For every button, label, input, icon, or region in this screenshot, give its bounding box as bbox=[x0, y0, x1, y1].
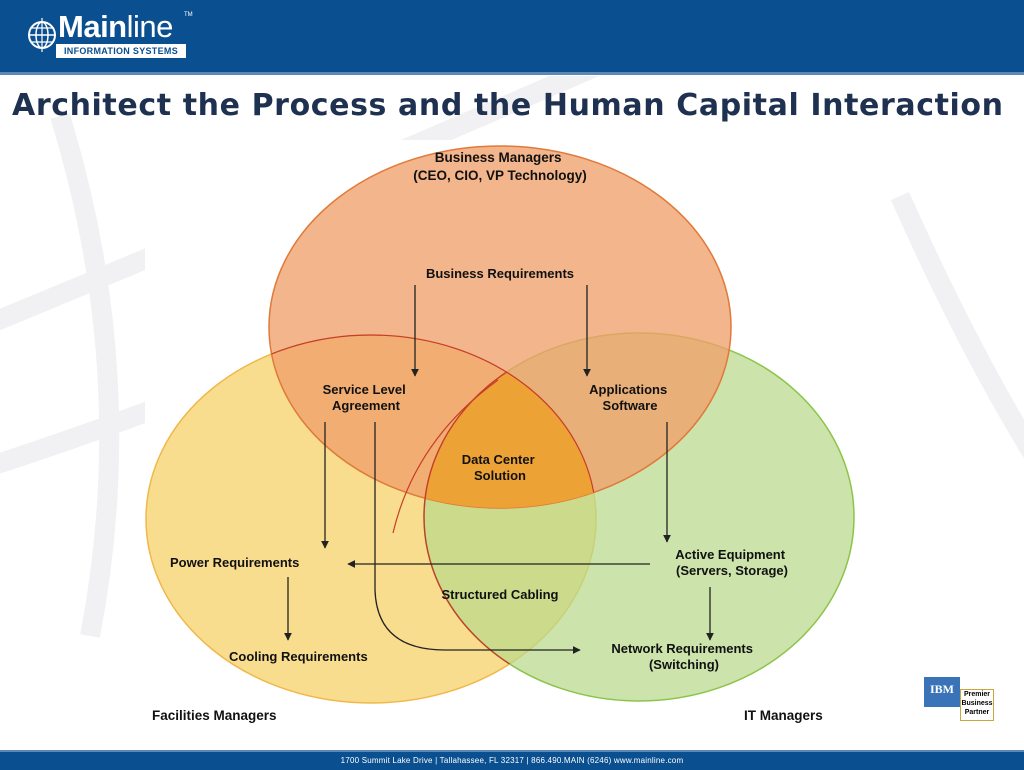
structured-cabling-label: Structured Cabling bbox=[441, 587, 558, 602]
power-requirements-label: Power Requirements bbox=[170, 555, 299, 570]
it-managers-label: IT Managers bbox=[744, 708, 823, 723]
partner-line: Partner bbox=[964, 709, 990, 716]
facilities-managers-label: Facilities Managers bbox=[152, 708, 277, 723]
page-title: Architect the Process and the Human Capi… bbox=[12, 88, 1004, 123]
footer-contact: 1700 Summit Lake Drive | Tallahassee, FL… bbox=[0, 750, 1024, 770]
arrow-sla-to-network bbox=[374, 422, 581, 654]
logo-subtitle: INFORMATION SYSTEMS bbox=[56, 44, 186, 58]
applications-software-label: Applications Software bbox=[589, 382, 671, 413]
globe-icon bbox=[28, 18, 56, 52]
venn-diagram: Business Managers (CEO, CIO, VP Technolo… bbox=[145, 140, 860, 730]
mainline-logo[interactable]: Mainline TM INFORMATION SYSTEMS bbox=[26, 10, 206, 62]
ibm-premier-partner-badge: IBM Premier Business Partner bbox=[924, 677, 996, 721]
partner-card: Premier Business Partner bbox=[960, 689, 994, 721]
cooling-requirements-label: Cooling Requirements bbox=[229, 649, 368, 664]
logo-wordmark: Mainline bbox=[58, 9, 173, 44]
data-center-overlap bbox=[424, 335, 596, 508]
network-requirements-label: Network Requirements (Switching) bbox=[611, 641, 756, 672]
service-level-agreement-label: Service Level Agreement bbox=[323, 382, 410, 413]
logo-trademark: TM bbox=[184, 12, 193, 18]
business-requirements-label: Business Requirements bbox=[426, 266, 574, 281]
header-bar: Mainline TM INFORMATION SYSTEMS bbox=[0, 0, 1024, 75]
active-equipment-label: Active Equipment (Servers, Storage) bbox=[675, 547, 788, 578]
partner-line: Business bbox=[961, 700, 993, 707]
business-managers-label: Business Managers (CEO, CIO, VP Technolo… bbox=[413, 150, 587, 183]
partner-line: Premier bbox=[963, 691, 991, 698]
ibm-logo: IBM bbox=[924, 677, 960, 707]
data-center-solution-label: Data Center Solution bbox=[462, 452, 539, 483]
